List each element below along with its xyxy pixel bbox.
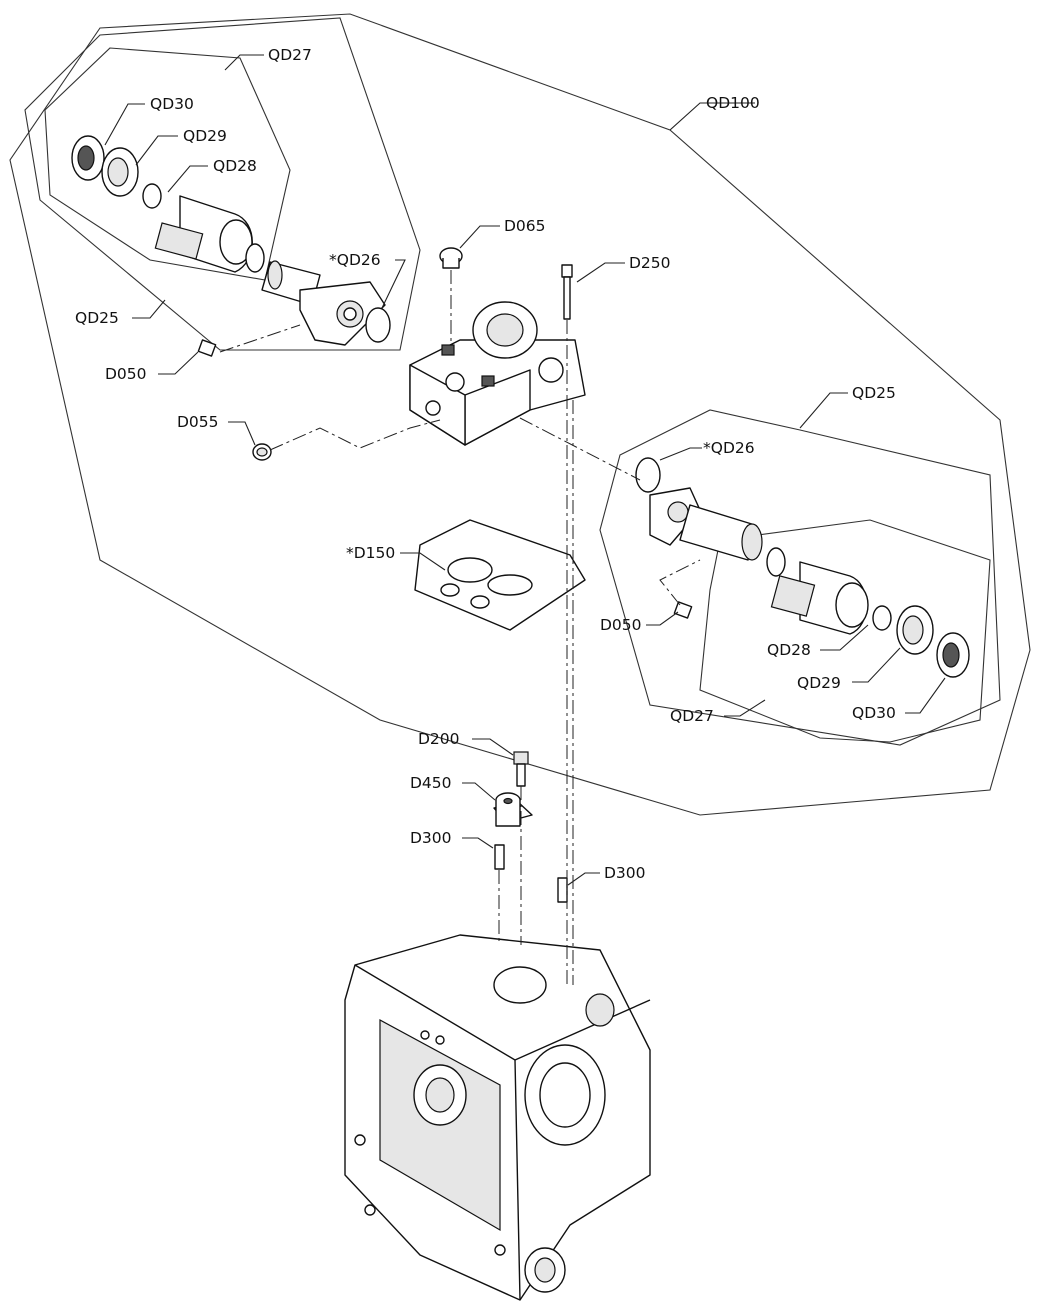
d050-right-assembly-line (659, 559, 701, 606)
d150-gasket (414, 519, 586, 631)
qd-left-oring-2 (245, 243, 265, 273)
label-d050-right: D050 (600, 616, 642, 634)
qd28-left-oring (142, 183, 162, 209)
label-d065: D065 (504, 217, 546, 235)
label-d200: D200 (418, 730, 460, 748)
label-d300-right: D300 (604, 864, 646, 882)
d450-insert (493, 792, 533, 827)
label-d050-left: D050 (105, 365, 147, 383)
qd28-right-coil (770, 561, 869, 635)
qd29-left-coil-nut (101, 147, 139, 197)
label-qd29-right: QD29 (797, 674, 841, 692)
label-qd100: QD100 (706, 94, 760, 112)
pump-housing (344, 934, 651, 1301)
label-qd28-left: QD28 (213, 157, 257, 175)
label-qd26-right: *QD26 (703, 439, 755, 457)
qd26-right-cartridge (649, 487, 763, 561)
valve-block (409, 301, 586, 446)
qd28-left-coil (154, 195, 253, 273)
label-d300-left: D300 (410, 829, 452, 847)
label-qd25-right: QD25 (852, 384, 896, 402)
d050-left-screw (197, 339, 217, 357)
label-qd27-left: QD27 (268, 46, 312, 64)
label-qd28-right: QD28 (767, 641, 811, 659)
d055-plug (252, 443, 272, 461)
label-d150: *D150 (346, 544, 395, 562)
qd26-left-cartridge (261, 260, 386, 346)
d055-assembly-line (269, 419, 441, 451)
d250-bolt (561, 264, 573, 320)
label-qd30-left: QD30 (150, 95, 194, 113)
qd27-left-boundary (44, 47, 291, 281)
qd30-left-nut (71, 135, 105, 181)
right-cartridge-assembly-line (519, 417, 641, 481)
qd28-right-oring (872, 605, 892, 631)
qd26-right-oring (635, 457, 661, 493)
d065-plug (439, 247, 463, 269)
d050-left-assembly-line (219, 324, 301, 353)
label-qd26-left: *QD26 (329, 251, 381, 269)
label-qd27-right: QD27 (670, 707, 714, 725)
label-d450: D450 (410, 774, 452, 792)
qd29-right-coil-nut (896, 605, 934, 655)
qd30-right-nut (936, 632, 970, 678)
d300-right-pin (557, 877, 568, 903)
label-qd30-right: QD30 (852, 704, 896, 722)
d200-screw (513, 751, 529, 787)
qd25-left-boundary (24, 17, 421, 351)
label-d055: D055 (177, 413, 219, 431)
label-d250: D250 (629, 254, 671, 272)
qd27-right-boundary (699, 519, 991, 743)
qd100-boundary (9, 13, 1031, 816)
qd26-left-oring (365, 307, 391, 343)
d050-right-screw (673, 601, 693, 619)
label-qd25-left: QD25 (75, 309, 119, 327)
label-qd29-left: QD29 (183, 127, 227, 145)
qd-right-oring-1 (766, 547, 786, 577)
qd25-right-boundary (599, 409, 1001, 746)
d300-left-pin (494, 844, 505, 870)
leader-lines (104, 54, 946, 886)
